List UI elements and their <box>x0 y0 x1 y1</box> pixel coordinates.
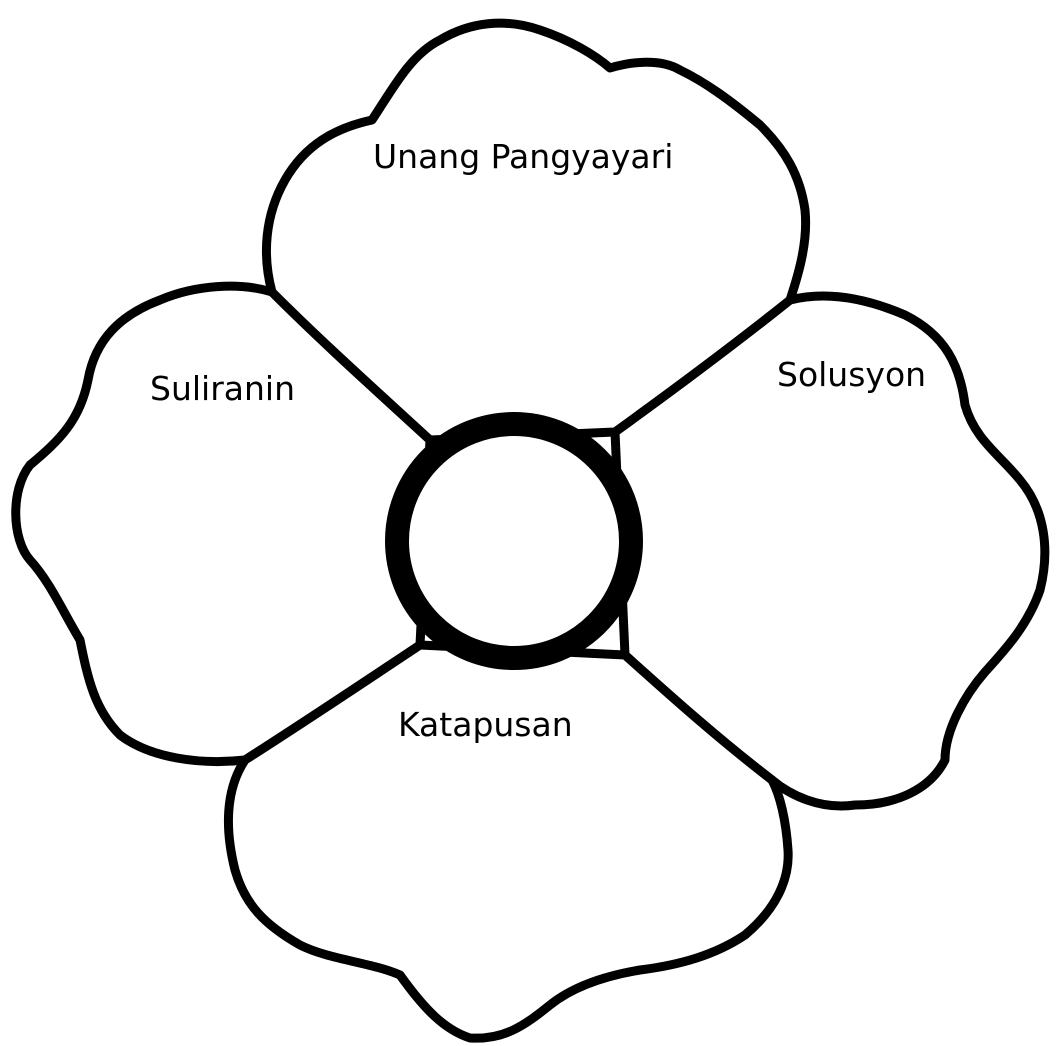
petal-label-right: Solusyon <box>777 358 926 391</box>
petal-label-bottom: Katapusan <box>398 708 573 741</box>
flower-center-ring <box>397 424 631 658</box>
petal-label-top: Unang Pangyayari <box>373 140 673 173</box>
petal-label-left: Suliranin <box>150 372 295 405</box>
